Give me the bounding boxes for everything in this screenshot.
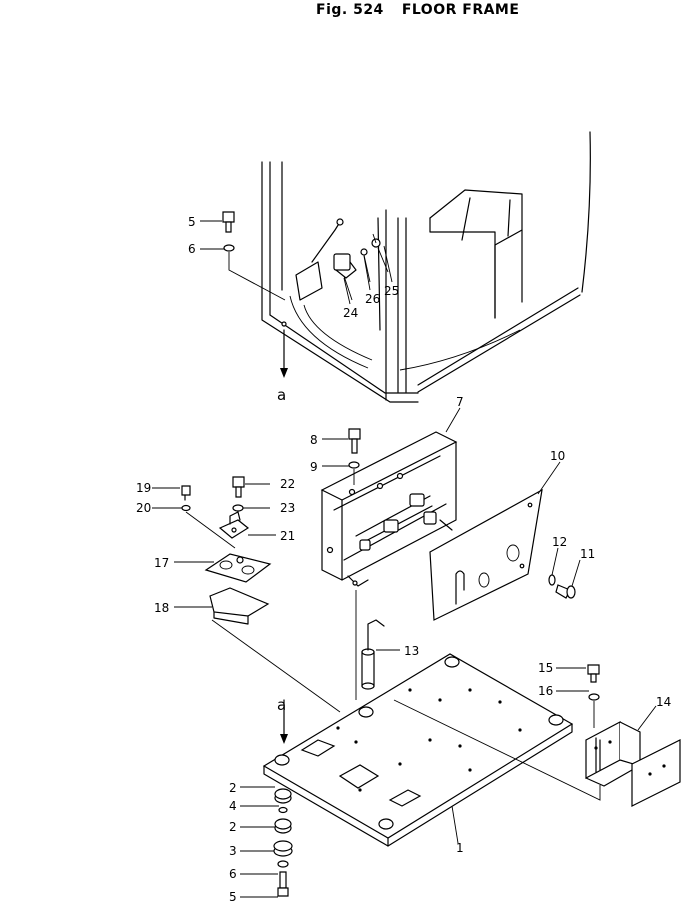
- bracket-bolt-group: [587, 664, 600, 728]
- callout-26: 26: [365, 292, 380, 306]
- callout-12: 12: [552, 535, 567, 549]
- cover-bolt-group: [548, 574, 576, 599]
- callout-1: 1: [456, 841, 464, 855]
- leader-lines: [152, 220, 657, 898]
- callout-2-lower: 2: [229, 820, 237, 834]
- rod-post: [361, 619, 385, 690]
- callout-8: 8: [310, 433, 318, 447]
- floor-plate: [262, 653, 601, 847]
- callout-18: 18: [154, 601, 169, 615]
- box-bolt-group: [348, 428, 361, 700]
- callout-6-upper: 6: [188, 242, 196, 256]
- cab-frame: [261, 131, 591, 403]
- callout-21: 21: [280, 529, 295, 543]
- callout-13: 13: [404, 644, 419, 658]
- figure-name: FLOOR FRAME: [401, 2, 520, 18]
- reference-mark-upper: a: [277, 386, 286, 404]
- callout-22: 22: [280, 477, 295, 491]
- callout-5-lower: 5: [229, 890, 237, 904]
- callout-6-lower: 6: [229, 867, 237, 881]
- callout-5-upper: 5: [188, 215, 196, 229]
- reference-mark-lower: a: [277, 696, 286, 714]
- callout-9: 9: [310, 460, 318, 474]
- left-small-parts: [181, 476, 341, 713]
- callout-7: 7: [456, 395, 464, 409]
- callout-16: 16: [538, 684, 553, 698]
- callout-20: 20: [136, 501, 151, 515]
- cover-plate: [429, 488, 543, 621]
- bracket: [585, 721, 681, 807]
- callout-2-upper: 2: [229, 781, 237, 795]
- mount-stack: [273, 788, 293, 897]
- lever-switch-group: [295, 218, 389, 301]
- callout-14: 14: [656, 695, 671, 709]
- callout-17: 17: [154, 556, 169, 570]
- callout-15: 15: [538, 661, 553, 675]
- callout-19: 19: [136, 481, 151, 495]
- callout-25: 25: [384, 284, 399, 298]
- figure-title: Fig. 524 FLOOR FRAME: [316, 2, 519, 18]
- callout-23: 23: [280, 501, 295, 515]
- callout-labels: a a 1 2 2 3 4 5 5 6 6 7 8 9 10 11 12 13 …: [136, 215, 671, 904]
- callout-4: 4: [229, 799, 237, 813]
- callout-11: 11: [580, 547, 595, 561]
- cab-bolt-group: [222, 211, 288, 378]
- callout-3: 3: [229, 844, 237, 858]
- callout-10: 10: [550, 449, 565, 463]
- control-box: [320, 431, 458, 587]
- figure-number: Fig. 524: [316, 2, 384, 18]
- callout-24: 24: [343, 306, 358, 320]
